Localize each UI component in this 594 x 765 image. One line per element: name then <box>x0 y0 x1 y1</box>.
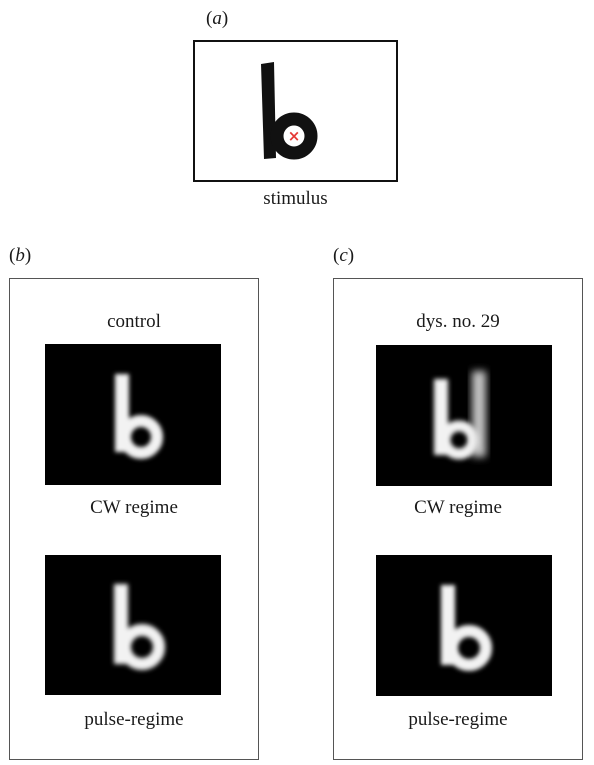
panel-c-pulse-caption: pulse-regime <box>408 709 508 730</box>
panel-c-frame: dys. no. 29 CW regime <box>333 278 583 760</box>
panel-c-label: (c) <box>333 245 355 266</box>
panel-c-cw-caption: CW regime <box>414 497 502 518</box>
fixation-cross-icon: × <box>288 127 301 145</box>
panel-b-cw-caption: CW regime <box>90 497 178 518</box>
panel-b-title: control <box>107 311 161 332</box>
panel-c-title: dys. no. 29 <box>416 311 500 332</box>
stimulus-letter-bowl <box>270 112 318 160</box>
panel-b-cw-image <box>45 344 221 485</box>
panel-b-label: (b) <box>9 245 32 266</box>
panel-b-frame: control CW regime pulse-regime <box>9 278 259 760</box>
panel-a-label: (a) <box>206 8 229 29</box>
panel-c-cw-image <box>376 345 552 486</box>
panel-c-pulse-image <box>376 555 552 696</box>
stimulus-caption: stimulus <box>263 188 328 209</box>
stimulus-box: × <box>193 40 398 182</box>
panel-b-pulse-image <box>45 555 221 695</box>
panel-b-pulse-caption: pulse-regime <box>84 709 184 730</box>
stimulus-letter-figure: × <box>261 62 318 160</box>
